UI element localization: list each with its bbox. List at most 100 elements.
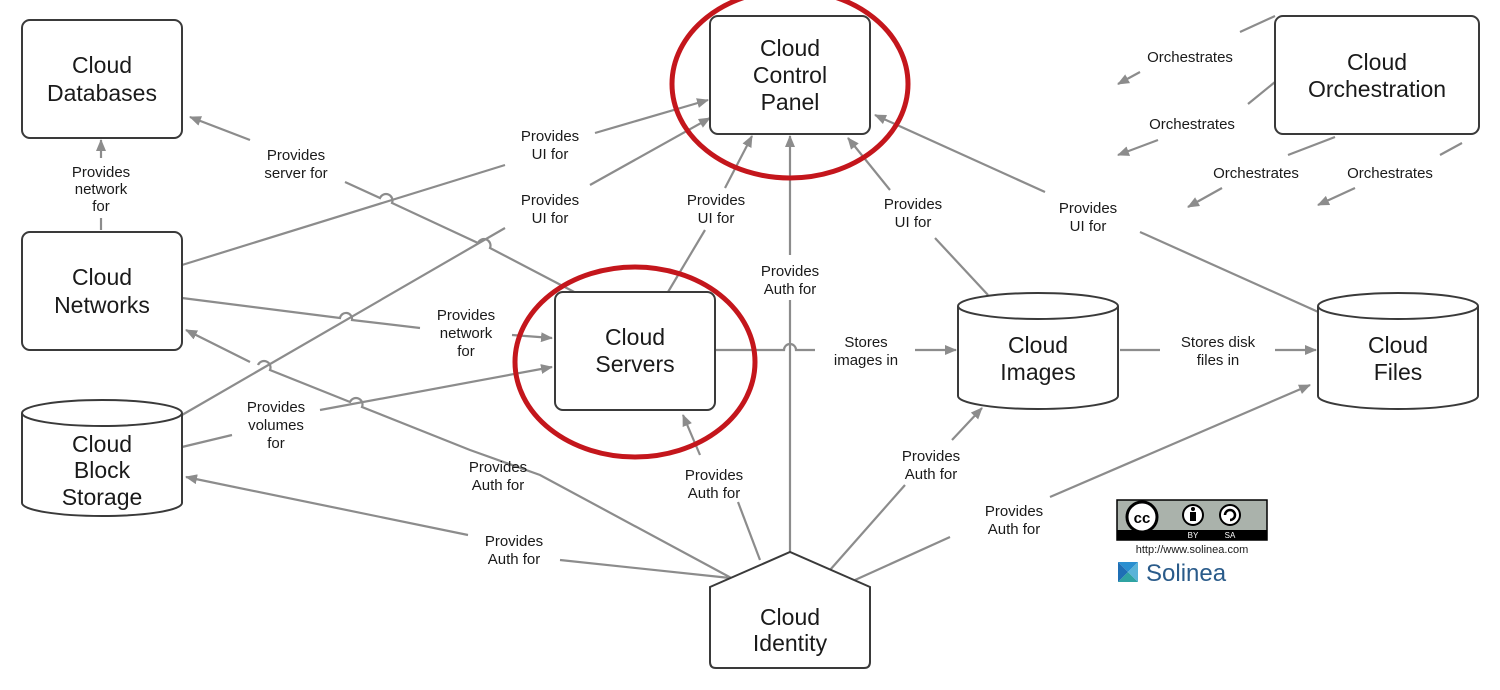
edge-blockstorage-servers [181, 433, 233, 449]
node-label-line: Cloud [72, 264, 132, 290]
label-networks-databases: Provides network for [72, 164, 130, 215]
label-orchestrates-4: Orchestrates [1347, 165, 1433, 182]
edge-orchestrates-3b [1187, 187, 1223, 208]
edge-label-line: for [92, 198, 110, 215]
solinea-url: http://www.solinea.com [1136, 544, 1249, 556]
label-networks-controlpanel: Provides UI for [521, 128, 579, 163]
edge-servers-databases [344, 180, 581, 296]
node-label-line: Cloud [605, 324, 665, 350]
node-label-line: Cloud [72, 431, 132, 457]
edge-orchestrates-4a [1439, 142, 1463, 156]
node-label-line: Cloud [1368, 332, 1428, 358]
edge-orchestrates-1b [1117, 71, 1141, 85]
edge-label-line: images in [834, 352, 898, 369]
node-cloud-block-storage: Cloud Block Storage [21, 399, 183, 517]
label-identity-networks: Provides Auth for [469, 459, 527, 494]
edge-label-line: Auth for [988, 521, 1041, 538]
edge-label-line: UI for [532, 210, 569, 227]
edge-label-line: Provides [469, 459, 527, 476]
edge-servers-controlpanel-head [724, 135, 753, 189]
label-orchestrates-1: Orchestrates [1147, 49, 1233, 66]
edge-label-line: Auth for [488, 551, 541, 568]
edge-label-line: Stores [844, 334, 887, 351]
node-label-line: Cloud [1347, 49, 1407, 75]
edge-blockstorage-controlpanel [181, 227, 506, 416]
edge-label-line: Provides [267, 147, 325, 164]
node-label-line: Orchestration [1308, 76, 1446, 102]
edge-label-line: UI for [532, 146, 569, 163]
label-blockstorage-servers: Provides volumes for [247, 399, 305, 452]
node-label-line: Databases [47, 80, 157, 106]
edge-label-line: Provides [72, 164, 130, 181]
edge-label-line: for [267, 435, 285, 452]
share-alike-icon [1219, 504, 1241, 526]
cc-text: cc [1134, 510, 1151, 527]
edge-label-line: for [457, 343, 475, 360]
label-servers-controlpanel: Provides UI for [687, 192, 745, 227]
edge-identity-blockstorage-head [185, 474, 469, 537]
edge-orchestrates-4b [1317, 187, 1356, 206]
license-badge: cc BY SA [1116, 499, 1268, 541]
node-cloud-databases: Cloud Databases [21, 19, 183, 139]
node-cloud-files: Cloud Files [1317, 292, 1479, 410]
node-label-line: Images [1000, 359, 1075, 385]
label-orchestrates-3: Orchestrates [1213, 165, 1299, 182]
edge-label-line: Provides [884, 196, 942, 213]
cc-sa-label: SA [1225, 531, 1236, 540]
label-orchestrates-2: Orchestrates [1149, 116, 1235, 133]
edge-label-line: Provides [247, 399, 305, 416]
node-label-line: Cloud [72, 52, 132, 78]
node-label-line: Networks [54, 292, 150, 318]
edge-label-line: Provides [521, 128, 579, 145]
edge-label-line: Provides [687, 192, 745, 209]
edge-networks-controlpanel [181, 163, 506, 267]
highlight-ring-control-panel [669, 0, 911, 181]
label-identity-images: Provides Auth for [902, 448, 960, 483]
node-cloud-identity: Cloud Identity [709, 550, 871, 669]
edge-label-line: volumes [248, 417, 304, 434]
label-blockstorage-controlpanel: Provides UI for [521, 192, 579, 227]
node-label-line: Files [1374, 359, 1423, 385]
edge-label-line: UI for [698, 210, 735, 227]
node-label-line: Servers [595, 351, 674, 377]
edge-label-line: Provides [521, 192, 579, 209]
edge-networks-servers [181, 296, 421, 330]
edge-label-line: Stores disk [1181, 334, 1256, 351]
edge-blockstorage-controlpanel-head [589, 117, 711, 186]
label-images-controlpanel: Provides UI for [884, 196, 942, 231]
edge-label-line: network [440, 325, 493, 342]
edge-identity-files [854, 535, 951, 582]
node-label-line: Storage [62, 484, 143, 510]
node-label-line: Cloud [760, 35, 820, 61]
label-files-controlpanel: Provides UI for [1059, 200, 1117, 235]
edge-identity-files-head [1049, 383, 1311, 499]
node-cloud-control-panel: Cloud Control Panel [709, 15, 871, 135]
node-cloud-networks: Cloud Networks [21, 231, 183, 351]
label-servers-databases: Provides server for [264, 147, 327, 182]
edge-servers-controlpanel [667, 229, 706, 293]
cc-icon: cc [1125, 500, 1159, 534]
label-identity-controlpanel: Provides Auth for [761, 263, 819, 298]
edge-label-line: server for [264, 165, 327, 182]
edge-blockstorage-servers-head [319, 364, 553, 412]
cc-by-label: BY [1188, 531, 1199, 540]
edge-label-line: Provides [761, 263, 819, 280]
edge-orchestrates-2b [1117, 138, 1159, 157]
edge-images-controlpanel-head [847, 137, 891, 191]
label-images-files: Stores disk files in [1181, 334, 1256, 369]
edge-label-line: Provides [685, 467, 743, 484]
node-label-line: Control [753, 62, 827, 88]
node-cloud-servers: Cloud Servers [554, 291, 716, 411]
edge-label-line: Provides [985, 503, 1043, 520]
edge-identity-servers-head [681, 414, 702, 456]
edge-label-line: UI for [895, 214, 932, 231]
edge-label-line: Auth for [472, 477, 525, 494]
edges [96, 14, 1463, 582]
edge-label-line: UI for [1070, 218, 1107, 235]
node-label-line: Panel [761, 89, 820, 115]
edge-label-line: Provides [1059, 200, 1117, 217]
edge-identity-networks [256, 359, 736, 581]
highlight-ring-servers [512, 264, 758, 460]
